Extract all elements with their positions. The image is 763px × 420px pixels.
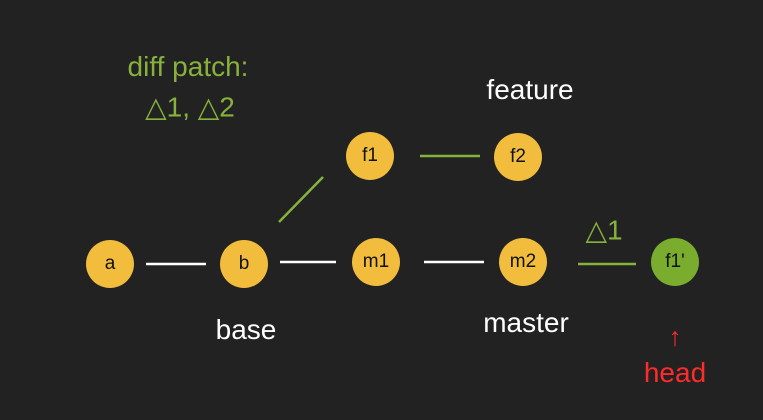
edge-b-f1 bbox=[278, 176, 324, 223]
commit-m1: m1 bbox=[352, 238, 400, 286]
head-label: head bbox=[643, 357, 707, 388]
branch-label-master: master bbox=[483, 307, 569, 338]
commit-m2: m2 bbox=[499, 238, 547, 286]
head-arrow-icon: ↑ bbox=[668, 321, 682, 352]
commit-b: b bbox=[220, 240, 268, 288]
diff-patch-items: △1, △2 bbox=[145, 91, 235, 123]
delta-one-label: △1 bbox=[585, 214, 623, 246]
branch-label-feature: feature bbox=[486, 74, 574, 105]
commit-a: a bbox=[86, 240, 134, 288]
commit-f2: f2 bbox=[494, 133, 542, 181]
commit-f1-prime: f1' bbox=[651, 238, 699, 286]
commit-f1: f1 bbox=[346, 132, 394, 180]
diff-patch-title: diff patch: bbox=[127, 51, 249, 82]
label-base: base bbox=[215, 314, 277, 345]
